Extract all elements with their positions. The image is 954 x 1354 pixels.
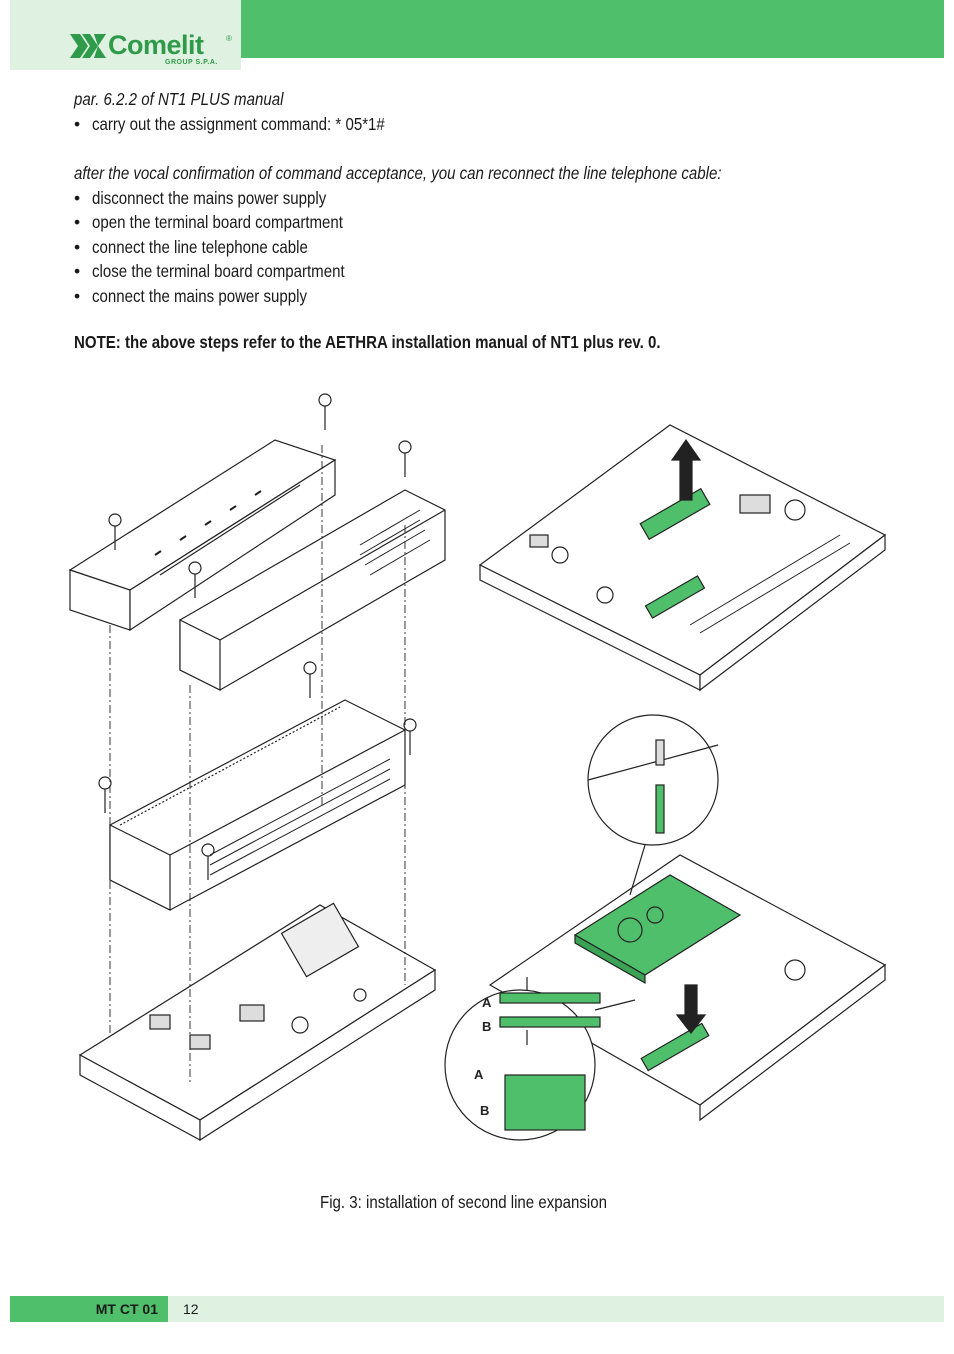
step-close-compartment: close the terminal board compartment xyxy=(92,261,345,281)
board-expansion-view xyxy=(488,854,887,1122)
manual-reference: par. 6.2.2 of NT1 PLUS manual xyxy=(74,89,284,109)
label-b-bottom: B xyxy=(480,1103,489,1118)
label-b-top: B xyxy=(482,1019,491,1034)
step-disconnect-power: disconnect the mains power supply xyxy=(92,188,327,208)
label-a-bottom: A xyxy=(474,1067,484,1082)
lift-arrow-icon xyxy=(670,438,702,501)
board-top-view xyxy=(478,424,887,692)
bullet-icon: • xyxy=(74,212,81,232)
document-code: MT CT 01 xyxy=(10,1296,168,1322)
bullet-icon: • xyxy=(74,188,81,208)
label-a-top: A xyxy=(482,995,492,1010)
screw-icons xyxy=(98,393,417,880)
figure-caption: Fig. 3: installation of second line expa… xyxy=(320,1192,607,1212)
reconnect-intro: after the vocal confirmation of command … xyxy=(74,163,722,183)
bullet-icon: • xyxy=(74,114,81,134)
page-number: 12 xyxy=(183,1301,199,1317)
spacer-callout xyxy=(587,714,719,896)
comelit-logo-icon xyxy=(70,34,106,58)
brand-registered-mark: ® xyxy=(226,34,232,43)
bullet-icon: • xyxy=(74,286,81,306)
terminal-cover-part xyxy=(68,439,337,632)
base-housing-part xyxy=(109,699,406,911)
circuit-board-part xyxy=(78,902,437,1142)
brand-subtitle: GROUP S.P.A. xyxy=(165,59,218,66)
step-connect-power: connect the mains power supply xyxy=(92,286,307,306)
brand-name: Comelit xyxy=(108,30,204,60)
bullet-icon: • xyxy=(74,261,81,281)
bullet-icon: • xyxy=(74,237,81,257)
step-open-compartment: open the terminal board compartment xyxy=(92,212,343,232)
installation-figure: A B A B xyxy=(68,393,887,1142)
step-assignment-command: carry out the assignment command: * 05*1… xyxy=(92,114,385,134)
top-cover-part xyxy=(179,489,446,691)
insert-arrow-icon xyxy=(675,984,707,1034)
aethra-note: NOTE: the above steps refer to the AETHR… xyxy=(74,332,661,352)
connector-callout xyxy=(444,977,636,1141)
logo-area xyxy=(10,0,241,70)
step-connect-cable: connect the line telephone cable xyxy=(92,237,308,257)
assembly-guide-lines xyxy=(109,445,406,1085)
